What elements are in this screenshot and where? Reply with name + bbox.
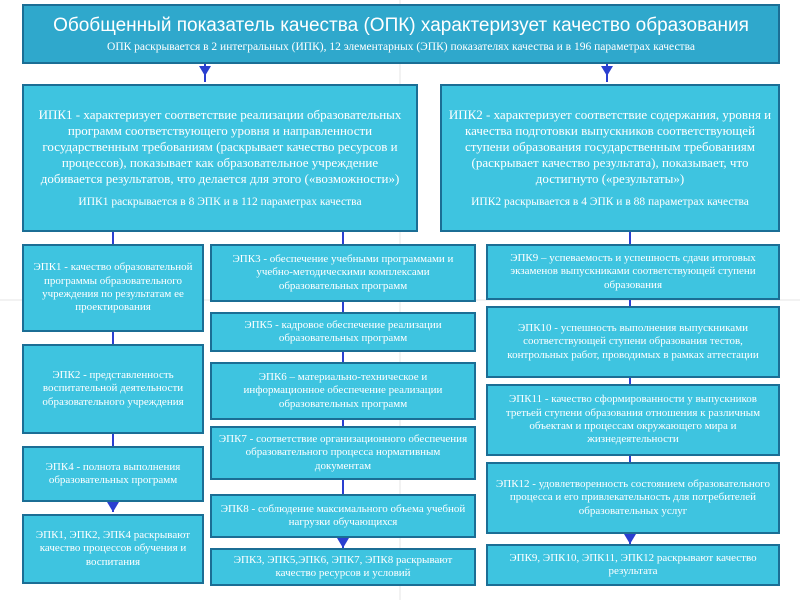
epk8-text: ЭПК8 - соблюдение максимального объема у… xyxy=(220,502,466,528)
epk12-text: ЭПК12 - удовлетворенность состоянием обр… xyxy=(496,477,770,517)
ipk1-text: ИПК1 - характеризует соответствие реализ… xyxy=(38,107,402,186)
header-subtitle: ОПК раскрывается в 2 интегральных (ИПК),… xyxy=(107,41,695,54)
epk2-text: ЭПК2 - представленность воспитательной д… xyxy=(42,368,184,408)
header-box: Обобщенный показатель качества (ОПК) хар… xyxy=(22,4,780,64)
epk11-box: ЭПК11 - качество сформированности у выпу… xyxy=(486,384,780,456)
epk6-box: ЭПК6 – материально-техническое и информа… xyxy=(210,362,476,420)
epk3-text: ЭПК3 - обеспечение учебными программами … xyxy=(232,252,454,292)
col1-summary-box: ЭПК1, ЭПК2, ЭПК4 раскрывают качество про… xyxy=(22,514,204,584)
epk3-box: ЭПК3 - обеспечение учебными программами … xyxy=(210,244,476,302)
epk5-box: ЭПК5 - кадровое обеспечение реализации о… xyxy=(210,312,476,352)
epk2-box: ЭПК2 - представленность воспитательной д… xyxy=(22,344,204,434)
epk6-text: ЭПК6 – материально-техническое и информа… xyxy=(243,370,443,410)
header-title: Обобщенный показатель качества (ОПК) хар… xyxy=(53,14,749,36)
ipk2-note: ИПК2 раскрывается в 4 ЭПК и в 88 парамет… xyxy=(471,195,749,208)
col3-summary-box: ЭПК9, ЭПК10, ЭПК11, ЭПК12 раскрывают кач… xyxy=(486,544,780,586)
epk7-text: ЭПК7 - соответствие организационного обе… xyxy=(218,432,468,472)
epk11-text: ЭПК11 - качество сформированности у выпу… xyxy=(505,393,761,446)
epk10-text: ЭПК10 - успешность выполнения выпускника… xyxy=(507,321,759,361)
col2-summary-text: ЭПК3, ЭПК5,ЭПК6, ЭПК7, ЭПК8 раскрывают к… xyxy=(233,553,453,579)
col2-summary-box: ЭПК3, ЭПК5,ЭПК6, ЭПК7, ЭПК8 раскрывают к… xyxy=(210,548,476,586)
epk1-text: ЭПК1 - качество образовательной программ… xyxy=(33,261,193,314)
epk10-box: ЭПК10 - успешность выполнения выпускника… xyxy=(486,306,780,378)
epk4-text: ЭПК4 - полнота выполнения образовательны… xyxy=(45,460,181,486)
col3-summary-text: ЭПК9, ЭПК10, ЭПК11, ЭПК12 раскрывают кач… xyxy=(509,551,757,577)
ipk1-note: ИПК1 раскрывается в 8 ЭПК и в 112 параме… xyxy=(78,195,362,208)
epk8-box: ЭПК8 - соблюдение максимального объема у… xyxy=(210,494,476,538)
ipk2-text: ИПК2 - характеризует соответствие содерж… xyxy=(448,107,772,186)
epk12-box: ЭПК12 - удовлетворенность состоянием обр… xyxy=(486,462,780,534)
epk7-box: ЭПК7 - соответствие организационного обе… xyxy=(210,426,476,480)
ipk1-box: ИПК1 - характеризует соответствие реализ… xyxy=(22,84,418,232)
epk9-text: ЭПК9 – успеваемость и успешность сдачи и… xyxy=(510,251,756,291)
epk1-box: ЭПК1 - качество образовательной программ… xyxy=(22,244,204,332)
epk4-box: ЭПК4 - полнота выполнения образовательны… xyxy=(22,446,204,502)
epk9-box: ЭПК9 – успеваемость и успешность сдачи и… xyxy=(486,244,780,300)
col1-summary-text: ЭПК1, ЭПК2, ЭПК4 раскрывают качество про… xyxy=(35,528,191,568)
ipk2-box: ИПК2 - характеризует соответствие содерж… xyxy=(440,84,780,232)
epk5-text: ЭПК5 - кадровое обеспечение реализации о… xyxy=(244,318,442,344)
